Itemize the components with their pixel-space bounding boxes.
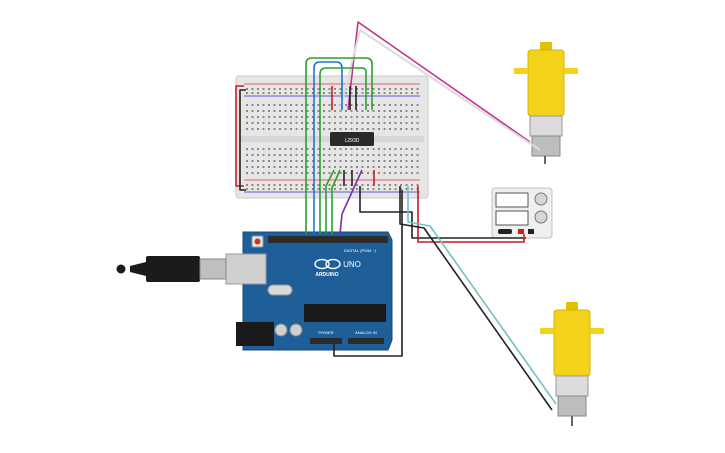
voltage-knob[interactable] [534, 192, 548, 206]
arduino-model-label: UNO [343, 260, 361, 269]
dc-motor-top[interactable] [514, 42, 578, 164]
wire-green-1 [305, 57, 373, 234]
breadboard-holes [246, 88, 419, 190]
wire-blue-1 [313, 61, 343, 234]
wire-black-arduino [333, 190, 403, 357]
current-knob[interactable] [534, 210, 548, 224]
usb-port [225, 253, 267, 285]
wire-black-left [239, 89, 246, 191]
wire-red-psu [417, 186, 525, 243]
arduino-brand-label: ARDUINO [315, 272, 338, 278]
wire-green-4 [331, 169, 341, 234]
arduino-board[interactable]: DIGITAL (PWM ~) ARDUINO UNO POWER ANALOG… [225, 231, 393, 351]
wire-white [339, 29, 541, 151]
voltage-display [495, 192, 529, 208]
chip-label: L293D [345, 138, 360, 144]
wire-teal [407, 186, 557, 405]
power-header-label: POWER [318, 330, 333, 335]
wire-green-3 [325, 169, 335, 234]
wire-black-motor [399, 186, 553, 411]
wire-purple [339, 169, 363, 235]
power-jack [236, 322, 274, 346]
dc-motor-bottom[interactable] [540, 302, 604, 426]
wire-green-2 [319, 67, 367, 234]
usb-cable[interactable] [116, 256, 227, 282]
arduino-logo: ARDUINO UNO [314, 258, 361, 278]
current-display [495, 210, 529, 226]
analog-header-label: ANALOG IN [355, 330, 377, 335]
digital-header-label: DIGITAL (PWM ~) [344, 248, 377, 253]
wire-magenta [347, 21, 531, 143]
motor-driver-chip[interactable]: L293D [330, 132, 374, 146]
wire-black-gnd [359, 186, 526, 239]
atmega-chip [304, 304, 386, 322]
wires [235, 21, 557, 411]
power-supply[interactable] [491, 187, 553, 239]
